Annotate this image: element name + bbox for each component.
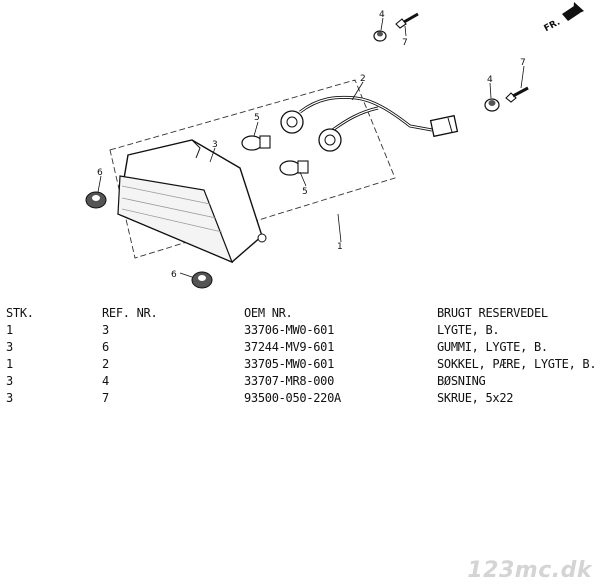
callout-label: 4: [487, 75, 493, 85]
cell-part: SOKKEL, PÆRE, LYGTE, B.: [437, 357, 597, 371]
cell-ref: 6: [102, 340, 109, 354]
cell-qty: 3: [6, 391, 13, 405]
cell-oem: 33707-MR8-000: [244, 374, 335, 388]
column-header-oem: OEM NR.: [244, 306, 293, 320]
cell-qty: 3: [6, 374, 13, 388]
screw-7-right: [505, 86, 529, 103]
parts-table: STK. REF. NR. OEM NR. BRUGT RESERVEDEL 1…: [6, 305, 597, 407]
callout-label: 6: [97, 168, 103, 178]
column-header-ref: REF. NR.: [102, 306, 158, 320]
cell-part: BØSNING: [437, 374, 486, 388]
front-direction-label: FR.: [543, 18, 562, 35]
cell-qty: 1: [6, 357, 13, 371]
bulb-5-upper: [241, 135, 271, 151]
cell-oem: 93500-050-220A: [244, 391, 341, 405]
cell-oem: 37244-MV9-601: [244, 340, 335, 354]
tail-lamp-housing: [117, 139, 267, 264]
cell-qty: 3: [6, 340, 13, 354]
callout-label: 4: [379, 10, 385, 20]
cell-ref: 3: [102, 323, 109, 337]
callout-label: 7: [402, 38, 408, 48]
site-logo-watermark: 123mc.dk: [467, 558, 592, 583]
callout-label: 5: [302, 187, 308, 197]
column-header-qty: STK.: [6, 306, 34, 320]
exploded-parts-diagram: FR.: [85, 2, 584, 289]
column-header-part: BRUGT RESERVEDEL: [437, 306, 548, 320]
cell-oem: 33706-MW0-601: [244, 323, 335, 337]
cell-part: GUMMI, LYGTE, B.: [437, 340, 548, 354]
callout-label: 3: [212, 140, 218, 150]
table-header-row: STK. REF. NR. OEM NR. BRUGT RESERVEDEL: [6, 305, 596, 322]
table-row[interactable]: 1 2 33705-MW0-601 SOKKEL, PÆRE, LYGTE, B…: [6, 356, 597, 373]
screw-7-top: [395, 12, 419, 29]
bushing-4-right: [484, 98, 500, 112]
table-row[interactable]: 3 6 37244-MV9-601 GUMMI, LYGTE, B.: [6, 339, 596, 356]
callout-label: 2: [360, 74, 366, 84]
bulb-socket-harness: [280, 95, 459, 152]
cell-part: LYGTE, B.: [437, 323, 500, 337]
cell-part: SKRUE, 5x22: [437, 391, 514, 405]
callout-label: 6: [171, 270, 177, 280]
assembly-outline: [109, 79, 396, 259]
cell-ref: 4: [102, 374, 109, 388]
callout-label: 1: [337, 242, 343, 252]
cell-ref: 7: [102, 391, 109, 405]
front-direction-arrow: FR.: [543, 2, 584, 34]
bushing-4-top: [373, 30, 387, 42]
table-row[interactable]: 3 4 33707-MR8-000 BØSNING: [6, 373, 596, 390]
bulb-5-lower: [279, 160, 309, 176]
callout-label: 5: [254, 113, 260, 123]
cell-oem: 33705-MW0-601: [244, 357, 335, 371]
rubber-grommet-6-left: [85, 191, 107, 209]
rubber-grommet-6-bottom: [191, 271, 213, 289]
leader-lines: [97, 17, 525, 278]
cell-ref: 2: [102, 357, 109, 371]
table-row[interactable]: 1 3 33706-MW0-601 LYGTE, B.: [6, 322, 596, 339]
cell-qty: 1: [6, 323, 13, 337]
callout-label: 7: [520, 58, 526, 68]
table-row[interactable]: 3 7 93500-050-220A SKRUE, 5x22: [6, 390, 596, 407]
